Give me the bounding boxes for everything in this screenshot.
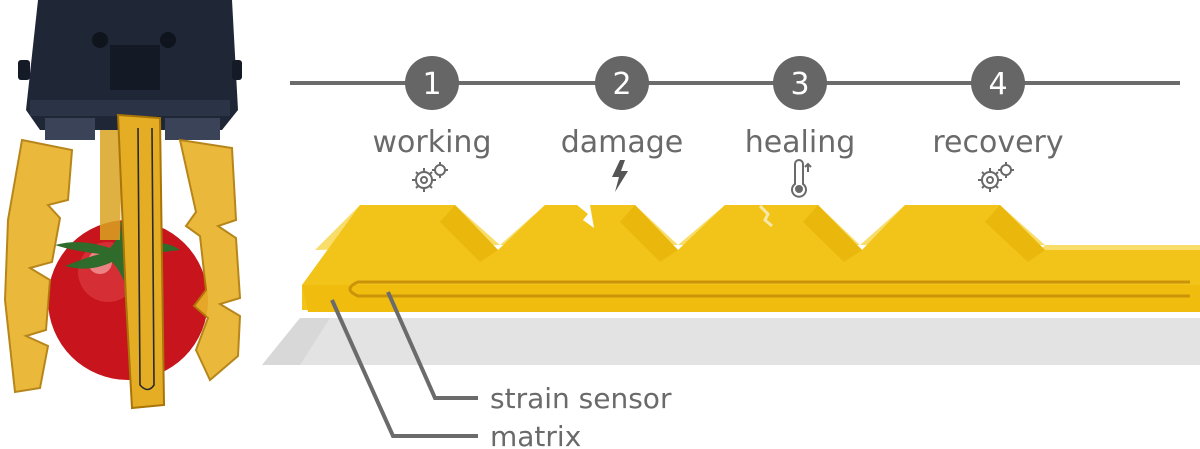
step-circle [971, 56, 1025, 110]
step-4: 4 recovery [932, 56, 1064, 160]
callouts: strain sensor matrix [330, 291, 672, 449]
step-label: recovery [932, 125, 1063, 160]
step-label: healing [745, 125, 856, 160]
timeline: 1 working 2 damage 3 healing 4 recovery [290, 56, 1180, 198]
gripper-photo [3, 0, 242, 410]
sensor-leader [386, 291, 478, 400]
step-number: 3 [790, 67, 809, 102]
damage-crack [577, 205, 594, 228]
step-label: damage [561, 125, 684, 160]
tomato-stem [55, 220, 180, 292]
thermometer-icon [791, 159, 812, 198]
strain-sensor-label: strain sensor [490, 382, 672, 415]
step-label: working [373, 125, 492, 160]
step-circle [773, 56, 827, 110]
step-3: 3 healing [745, 56, 856, 160]
matrix-body [302, 205, 1200, 310]
step-number: 4 [988, 67, 1007, 102]
lightning-icon [612, 160, 628, 192]
gripper-finger-left [3, 138, 74, 394]
matrix-leader [330, 299, 478, 438]
step-circle [595, 56, 649, 110]
step-1: 1 working [373, 56, 492, 160]
gears-icon [412, 162, 448, 192]
gripper-finger-sensor [137, 127, 155, 391]
step-circle [405, 56, 459, 110]
gripper-finger-right [178, 138, 242, 382]
step-number: 2 [612, 67, 631, 102]
step-number: 1 [422, 67, 441, 102]
step-2: 2 damage [561, 56, 684, 160]
matrix-strip [262, 204, 1200, 365]
strain-sensor [348, 280, 1190, 298]
gears-icon [978, 162, 1014, 192]
healing-crack [758, 204, 773, 228]
matrix-label: matrix [490, 420, 581, 449]
matrix-shadow [262, 318, 1200, 365]
